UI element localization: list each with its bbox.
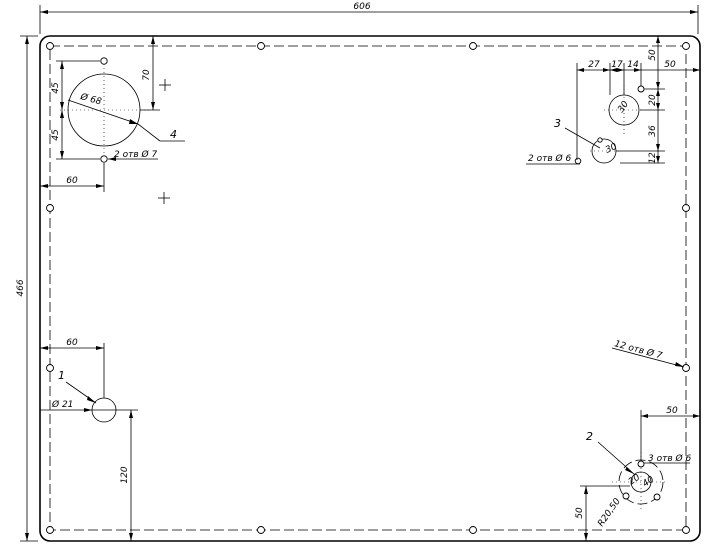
dim-total-height: 466 — [16, 35, 38, 542]
plate-hole-line — [49, 45, 687, 531]
plate-outline — [39, 35, 701, 542]
dim-17: 17 — [611, 60, 623, 70]
dim-50-br-v: 50 — [575, 507, 585, 519]
callout-1: 1 — [58, 369, 65, 382]
dim-20: 20 — [648, 94, 658, 106]
dim-70: 70 — [142, 69, 152, 81]
dim-45-lower: 45 — [51, 129, 61, 141]
perimeter-hole — [469, 526, 477, 534]
perimeter-hole — [257, 526, 265, 534]
holes-note-rm: 12 отв Ø 7 — [613, 338, 663, 361]
circle-30-lower: 30 — [604, 142, 619, 156]
left-mid-feature: Ø 21 1 60 120 — [40, 338, 138, 541]
perimeter-hole — [682, 526, 690, 534]
dim-total-width: 606 — [39, 2, 699, 34]
dim-60-top: 60 — [66, 176, 78, 186]
perimeter-hole — [46, 364, 54, 372]
holes-note-tl: 2 отв Ø 7 — [114, 149, 157, 160]
circle-40: 40 — [641, 475, 656, 490]
dim-36: 36 — [648, 125, 658, 137]
callout-4: 4 — [170, 128, 177, 141]
perimeter-hole — [46, 42, 54, 50]
center-marks — [158, 79, 171, 204]
perimeter-hole — [46, 204, 54, 212]
dim-14: 14 — [627, 60, 639, 70]
pcd-text: R20,50 — [596, 497, 623, 529]
holes-note-tr: 2 отв Ø 6 — [528, 153, 571, 164]
bottom-right-feature: 20 40 R20,50 2 3 отв Ø 6 50 50 — [575, 406, 700, 541]
dim-12: 12 — [648, 152, 658, 164]
perimeter-hole — [257, 42, 265, 50]
callout-3: 3 — [554, 117, 561, 130]
perimeter-holes — [46, 42, 690, 534]
perimeter-hole — [682, 364, 690, 372]
dim-50-v: 50 — [648, 49, 658, 61]
perimeter-hole — [682, 204, 690, 212]
dim-50-br-h: 50 — [666, 406, 678, 416]
dim-total-height-text: 466 — [16, 279, 26, 296]
perimeter-hole — [469, 42, 477, 50]
circle-30-upper: 30 — [616, 99, 631, 114]
dim-50-h: 50 — [664, 60, 676, 70]
dim-60-mid: 60 — [66, 338, 78, 348]
dim-45-upper: 45 — [51, 82, 61, 94]
callout-2: 2 — [586, 430, 593, 443]
perimeter-hole — [682, 42, 690, 50]
dim-27: 27 — [588, 60, 600, 70]
perimeter-hole — [46, 526, 54, 534]
holes-note-br: 3 отв Ø 6 — [648, 453, 691, 464]
dia-21-text: Ø 21 — [51, 399, 73, 410]
dim-120: 120 — [120, 466, 130, 483]
top-right-feature: 30 30 3 2 отв Ø 6 27 17 14 50 — [526, 36, 700, 165]
dim-total-width-text: 606 — [353, 2, 370, 12]
circle-20: 20 — [627, 473, 642, 488]
right-mid-note: 12 отв Ø 7 — [611, 338, 685, 368]
top-left-feature: Ø 68 4 2 отв Ø 7 45 45 70 60 — [40, 35, 185, 192]
